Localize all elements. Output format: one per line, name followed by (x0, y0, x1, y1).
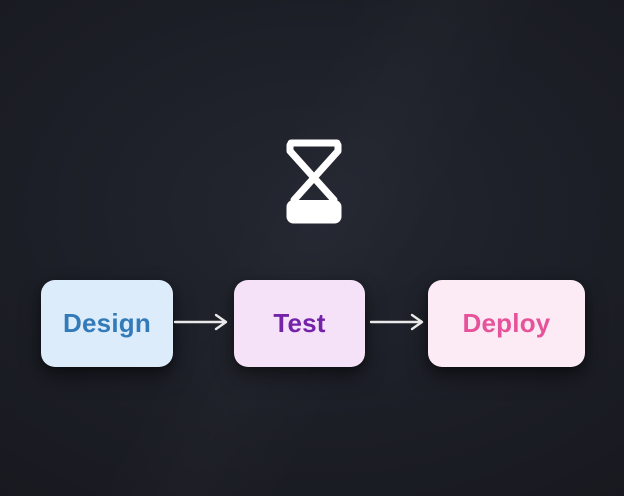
arrow-design-to-test-icon (173, 313, 228, 331)
node-test-label: Test (273, 308, 326, 338)
hourglass-icon (286, 139, 342, 224)
node-deploy-label: Deploy (462, 308, 551, 338)
node-design-label: Design (63, 308, 151, 338)
node-design: Design (41, 280, 173, 367)
node-test: Test (234, 280, 365, 367)
arrow-test-to-deploy-icon (369, 313, 424, 331)
node-deploy: Deploy (428, 280, 585, 367)
